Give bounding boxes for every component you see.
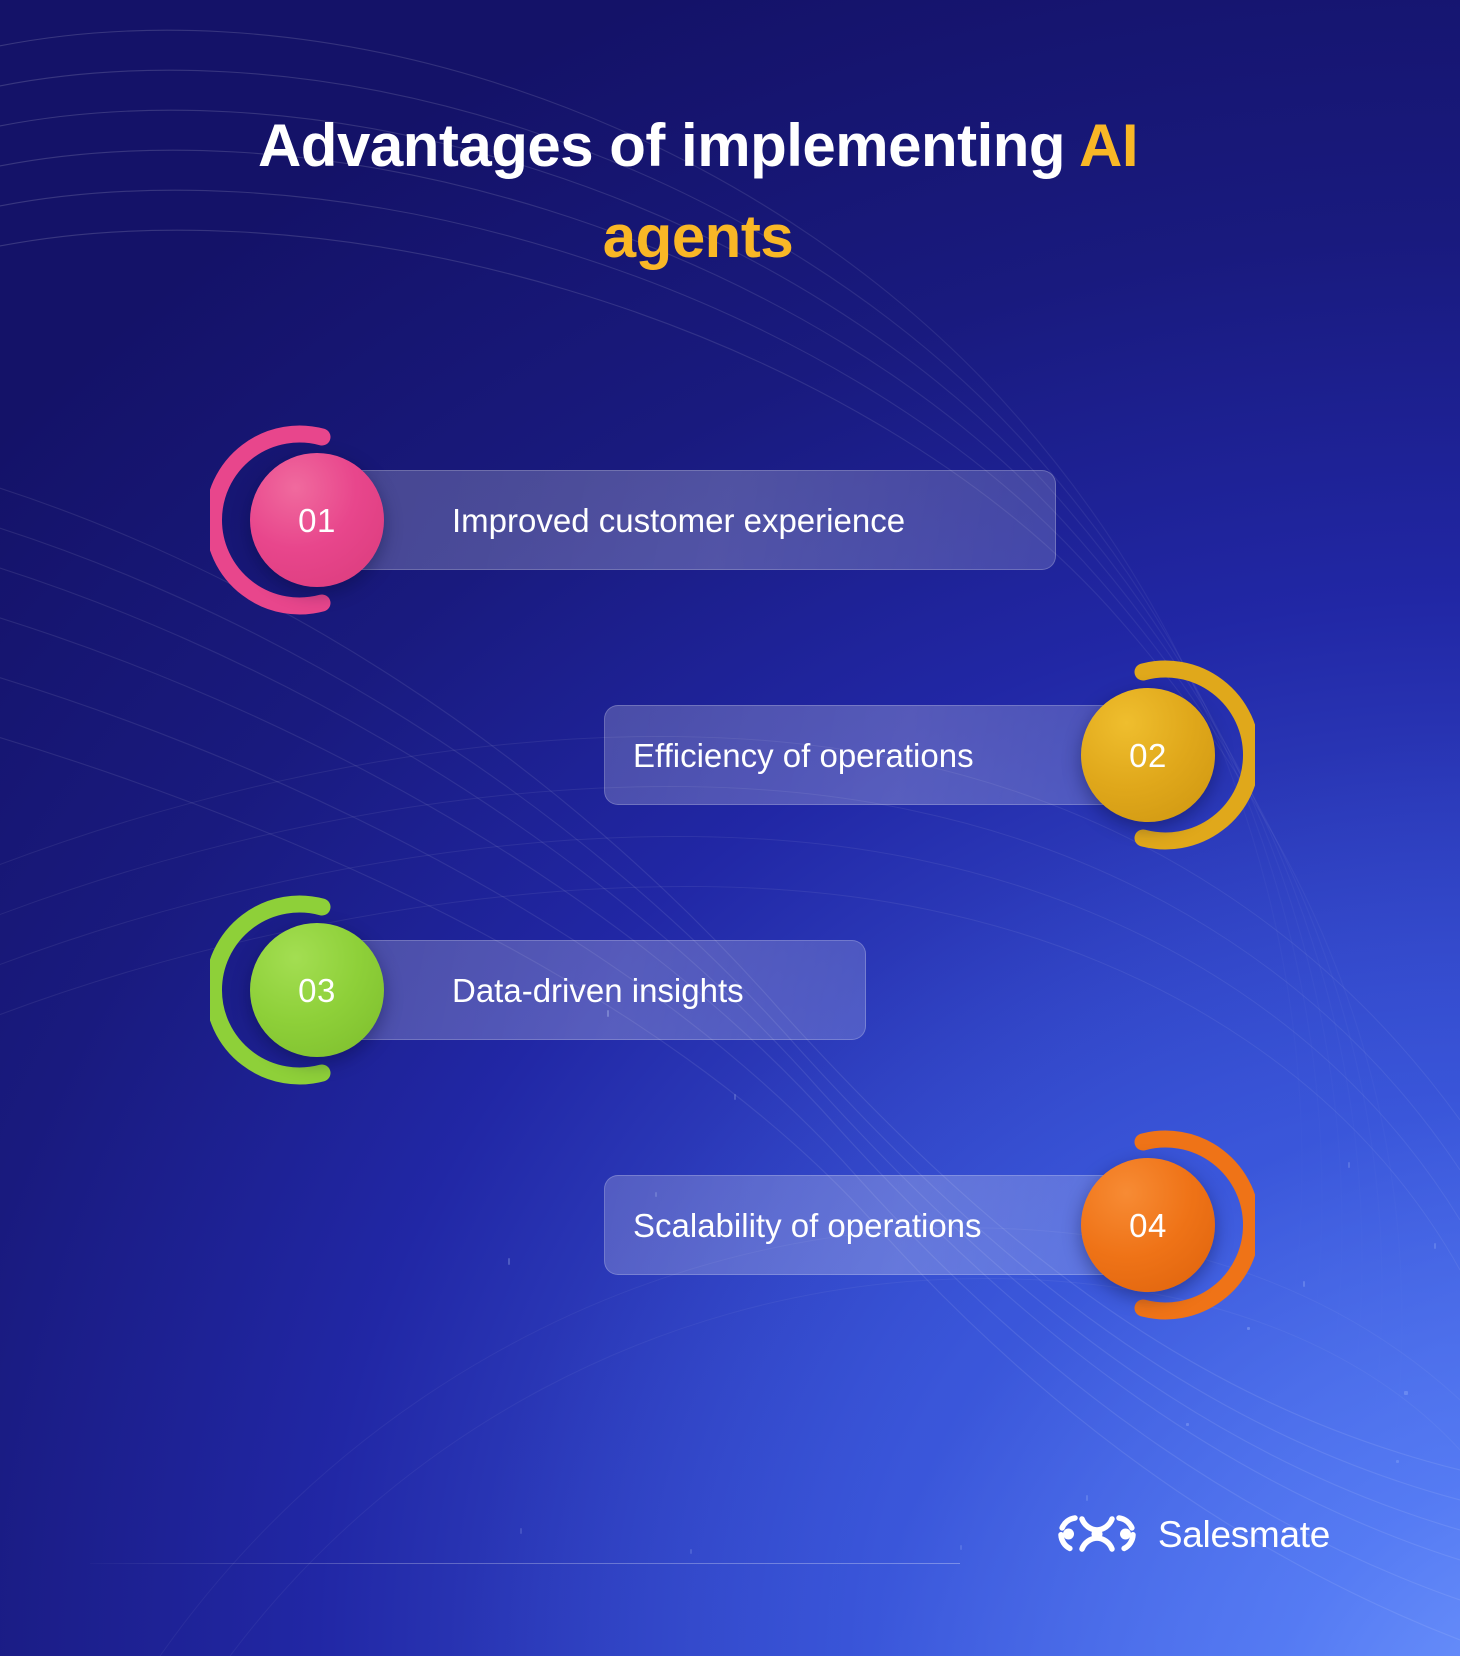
item-number-badge: 04 [1081,1158,1215,1292]
item-number: 01 [298,501,336,539]
item-label: Data-driven insights [452,971,744,1009]
title-line1-plain: Advantages of implementing [257,112,1080,179]
title-line2-accent: agents [602,203,794,271]
item-label-pill[interactable]: Efficiency of operations [604,705,1149,805]
title-line1-accent: AI [1079,112,1139,179]
item-label: Efficiency of operations [633,736,974,774]
item-number-badge: 03 [250,923,384,1057]
brand-logo[interactable]: Salesmate [1056,1512,1330,1556]
list-item[interactable]: 01 Improved customer experience [210,415,1056,625]
list-item[interactable]: 04 Scalability of operations [604,1120,1255,1330]
item-number: 04 [1129,1206,1167,1244]
page-title: Advantages of implementing AI agents [143,100,1253,282]
item-label: Improved customer experience [452,501,906,539]
list-item[interactable]: 03 Data-driven insights [210,885,866,1095]
footer-divider [90,1563,960,1564]
item-number-badge: 02 [1081,688,1215,822]
salesmate-logo-icon [1056,1512,1138,1556]
item-label: Scalability of operations [633,1206,982,1244]
item-number-badge: 01 [250,453,384,587]
item-label-pill[interactable]: Scalability of operations [604,1175,1149,1275]
item-number: 03 [298,971,336,1009]
item-number: 02 [1129,736,1167,774]
item-label-pill[interactable]: Improved customer experience [316,470,1056,570]
brand-name: Salesmate [1157,1513,1330,1555]
item-label-pill[interactable]: Data-driven insights [316,940,866,1040]
list-item[interactable]: 02 Efficiency of operations [604,650,1255,860]
